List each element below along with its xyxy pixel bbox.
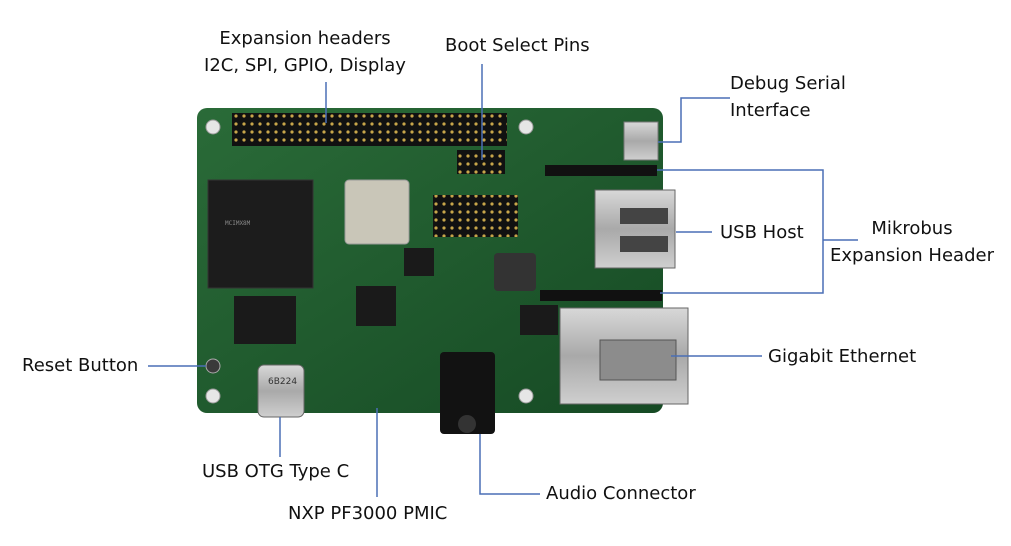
mikrobus-line2: Expansion Header [830, 245, 994, 266]
expansion-headers-line1: Expansion headers [219, 28, 391, 49]
boot-select-label: Boot Select Pins [445, 35, 590, 56]
mikrobus-line1: Mikrobus [871, 218, 953, 239]
mikrobus-header-bottom [540, 290, 662, 301]
ram-chip [234, 296, 296, 344]
eth-phy-chip [520, 305, 558, 335]
gigabit-ethernet-label: Gigabit Ethernet [768, 346, 917, 367]
usb-host-port [594, 189, 676, 269]
reset-button-label: Reset Button [22, 355, 139, 376]
soc-chip [207, 179, 314, 289]
usb-otg-label: USB OTG Type C [202, 461, 350, 482]
wifi-module [344, 179, 410, 245]
small-chip [404, 248, 434, 276]
mikrobus-header-top [545, 165, 657, 176]
leader-lines [148, 64, 858, 497]
reset-button [205, 358, 221, 374]
debug-serial-line2: Interface [730, 100, 811, 121]
audio-jack [440, 352, 495, 434]
mounting-holes [205, 119, 534, 404]
debug-serial-label: Debug Serial Interface [730, 70, 846, 124]
usbc-marking: 6B224 [268, 377, 297, 387]
jumper-block [433, 195, 518, 237]
nxp-pmic-label: NXP PF3000 PMIC [288, 503, 448, 524]
expansion-header [232, 113, 507, 146]
expansion-headers-line2: I2C, SPI, GPIO, Display [204, 55, 406, 76]
svg-text:MCIMX8M: MCIMX8M [225, 220, 251, 227]
usb-host-label: USB Host [720, 222, 804, 243]
pmic-chip [356, 286, 396, 326]
expansion-headers-label: Expansion headers I2C, SPI, GPIO, Displa… [196, 25, 414, 79]
debug-serial-line1: Debug Serial [730, 73, 846, 94]
boot-select-pins [457, 150, 505, 174]
debug-usb-port [623, 121, 659, 161]
mikrobus-label: Mikrobus Expansion Header [826, 215, 998, 269]
inductor [494, 253, 536, 291]
usb-c-port [257, 364, 305, 418]
audio-connector-label: Audio Connector [546, 483, 696, 504]
